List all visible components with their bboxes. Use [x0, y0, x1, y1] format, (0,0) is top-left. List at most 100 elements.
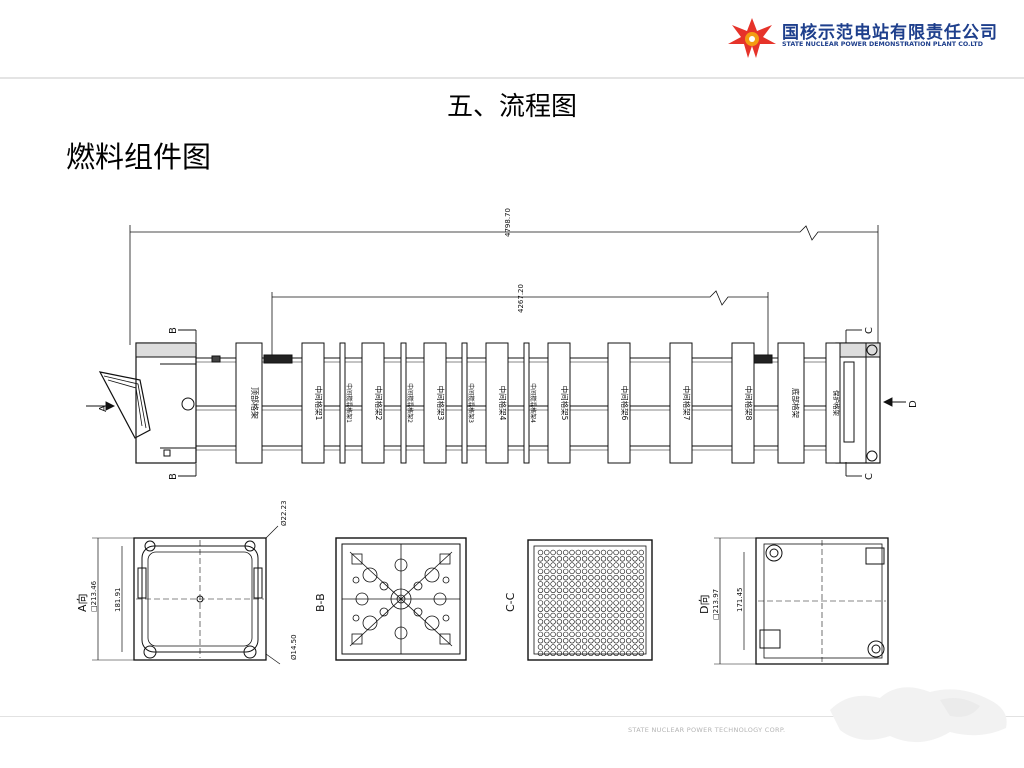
fuel-rod [575, 644, 581, 650]
fuel-rod [550, 549, 556, 556]
fuel-rod [544, 600, 550, 606]
fuel-assembly-drawing: 4798.70 4267.20 B B C C A D [75, 208, 919, 665]
dim-grid-span-label: 4267.20 [517, 284, 525, 313]
dim-overall-label: 4798.70 [504, 208, 512, 237]
fuel-rod [588, 593, 594, 600]
fuel-rod [562, 644, 569, 650]
grid-label-mid-4: 中间格架4 [498, 386, 508, 421]
fuel-rod [537, 625, 544, 631]
fuel-rod [562, 574, 569, 581]
fuel-rod [562, 600, 569, 606]
fuel-rod [556, 600, 563, 606]
fuel-rod [569, 600, 575, 606]
fuel-rod [588, 581, 594, 587]
fuel-rod [550, 606, 556, 612]
fuel-rod [537, 556, 544, 562]
fuel-rod [562, 619, 569, 625]
header-band [0, 0, 1024, 78]
fuel-rod [607, 606, 613, 612]
fuel-rod [550, 556, 556, 562]
fuel-rod [544, 593, 550, 600]
fuel-rod [632, 619, 638, 625]
fuel-rod [613, 644, 619, 650]
grid-plate-mid-6: 中间格架6 [607, 342, 631, 464]
section-b-b-label: B-B [314, 593, 327, 612]
fuel-rod [581, 562, 588, 568]
bottom-nozzle [835, 342, 881, 464]
fuel-rod [575, 574, 581, 581]
fuel-rod [575, 631, 581, 638]
fuel-rod [562, 606, 569, 612]
fuel-rod [600, 581, 607, 587]
fuel-rod [544, 644, 550, 650]
fuel-rod [625, 593, 632, 600]
fuel-rod [544, 625, 550, 631]
fuel-rod [581, 612, 588, 619]
fuel-rod [544, 581, 550, 587]
fuel-rod [575, 612, 581, 619]
company-logo: 国核示范电站有限责任公司 STATE NUCLEAR POWER DEMONST… [726, 16, 1016, 60]
fuel-rod [632, 637, 638, 644]
fuel-rod [550, 600, 556, 606]
section-mark-b-top: B [168, 327, 179, 334]
view-a: A向 □213.46 181.91 Ø22.23 Ø14.50 [75, 500, 298, 665]
fuel-rod [581, 593, 588, 600]
fuel-rod [581, 556, 588, 562]
fuel-rod [607, 587, 613, 593]
grid-label-mixing-4: 中间搅混格架4 [529, 383, 537, 423]
fuel-rod [594, 637, 600, 644]
fuel-rod [588, 625, 594, 631]
fuel-rod [613, 650, 619, 656]
fuel-rod [638, 619, 644, 625]
fuel-rod [607, 568, 613, 575]
grid-plate-mid-1: 中间格架1 [301, 342, 325, 464]
fuel-rod [607, 593, 613, 600]
fuel-rod [581, 637, 588, 644]
fuel-rod [638, 574, 644, 581]
slide-subtitle: 燃料组件图 [66, 140, 212, 174]
fuel-rod [638, 562, 644, 568]
view-d-outer-dim: □213.97 [712, 589, 720, 620]
fuel-rod [562, 581, 569, 587]
fuel-rod [638, 606, 644, 612]
fuel-rod [600, 619, 607, 625]
view-d-label: D向 [697, 595, 711, 614]
fuel-rod [537, 644, 544, 650]
fuel-rod [537, 549, 544, 556]
fuel-rod [613, 549, 619, 556]
fuel-rod [594, 593, 600, 600]
fuel-rod [544, 606, 550, 612]
fuel-rod [544, 587, 550, 593]
fuel-rod [556, 625, 563, 631]
fuel-rod [575, 568, 581, 575]
fuel-rod [556, 631, 563, 638]
grid-label-mid-5: 中间格架5 [560, 386, 570, 421]
fuel-rod [600, 644, 607, 650]
fuel-rod [625, 619, 632, 625]
fuel-rod [562, 562, 569, 568]
fuel-rod [625, 606, 632, 612]
fuel-rod [600, 574, 607, 581]
fuel-rod [600, 600, 607, 606]
fuel-rod [544, 619, 550, 625]
fuel-rod [569, 568, 575, 575]
fuel-rod [594, 587, 600, 593]
grid-plate-mid-4: 中间格架4 [485, 342, 509, 464]
section-mark-c-top: C [864, 327, 875, 334]
fuel-rod [588, 600, 594, 606]
view-a-inner-dim: 181.91 [114, 588, 122, 613]
fuel-rod [632, 581, 638, 587]
fuel-rod [613, 625, 619, 631]
fuel-rod [550, 568, 556, 575]
fuel-rod [537, 606, 544, 612]
fuel-rod [594, 650, 600, 656]
fuel-rod [594, 631, 600, 638]
fuel-rod [544, 549, 550, 556]
fuel-rod [600, 637, 607, 644]
fuel-rod [537, 637, 544, 644]
fuel-rod [556, 581, 563, 587]
fuel-rod [607, 549, 613, 556]
fuel-rod [537, 650, 544, 656]
grid-label-mid-2: 中间格架2 [374, 386, 384, 421]
fuel-rod [613, 631, 619, 638]
